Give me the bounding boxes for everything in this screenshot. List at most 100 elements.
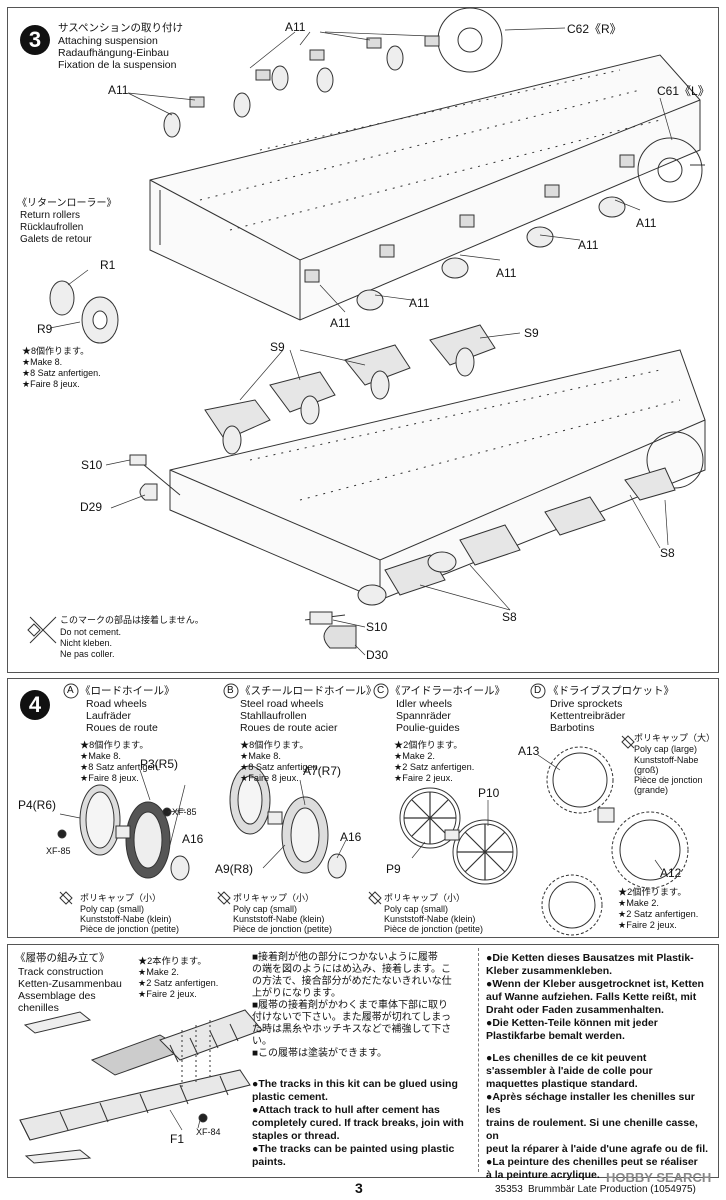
label-p3: P3(R5) <box>140 757 179 771</box>
idler-wheels-make-en: ★Make 2. <box>394 751 435 761</box>
idler-wheels-fr: Poulie-guides <box>396 722 460 734</box>
track-note-de-line: Kleber zusammenkleben. <box>486 965 613 977</box>
poly-cap-large-de2: (groß) <box>634 765 659 775</box>
label-a16-a: A16 <box>182 832 204 846</box>
label-a9: A9(R8) <box>215 862 254 876</box>
label-s8-right: S8 <box>660 546 675 560</box>
track-title-jp: 《履帯の組み立て》 <box>15 952 110 964</box>
step-3-title-de: Radaufhängung-Einbau <box>58 47 169 59</box>
label-r9: R9 <box>37 322 53 336</box>
steel-road-wheels-make-en: ★Make 8. <box>240 751 281 761</box>
road-wheels-fr: Roues de route <box>86 722 158 734</box>
track-note-en-line: staples or thread. <box>252 1130 340 1142</box>
track-note-fr-line: ●Les chenilles de ce kit peuvent <box>486 1052 647 1064</box>
step-3-number: 3 <box>20 25 50 55</box>
track-note-fr-line: à la peinture acrylique. <box>486 1169 600 1181</box>
idler-wheels-make-de: ★2 Satz anfertigen. <box>394 762 475 772</box>
label-xf85-right: XF-85 <box>172 807 197 817</box>
road-wheels-make-jp: ★8個作ります。 <box>80 740 149 750</box>
label-c61: C61《L》 <box>657 84 710 98</box>
steel-road-wheels-make-jp: ★8個作ります。 <box>240 740 309 750</box>
label-a11-left: A11 <box>108 83 129 97</box>
label-xf84: XF-84 <box>196 1127 221 1137</box>
steel-road-wheels-fr: Roues de route acier <box>240 722 338 734</box>
return-rollers-make-fr: ★Faire 8 jeux. <box>22 379 80 389</box>
track-notes-fr: ●Les chenilles de ce kit peuvent s'assem… <box>486 1052 712 1182</box>
poly-cap-small-a-fr: Pièce de jonction (petite) <box>80 924 180 934</box>
wheel-a-letter: A <box>67 685 74 696</box>
poly-cap-small-b-en: Poly cap (small) <box>233 904 298 914</box>
track-title-fr1: Assemblage des <box>18 990 96 1002</box>
poly-cap-large-de: Kunststoff-Nabe <box>634 755 699 765</box>
track-column-divider <box>478 948 479 1172</box>
track-notes-jp: ■接着剤が他の部分につかないように履帯 の端を図のようにはめ込み、接着します。こ… <box>252 952 474 1060</box>
track-note-jp-line: ■接着剤が他の部分につかないように履帯 <box>252 952 438 963</box>
label-d29: D29 <box>80 500 103 514</box>
label-xf85-left: XF-85 <box>46 846 71 856</box>
track-title-en: Track construction <box>18 966 104 978</box>
wheel-b-letter: B <box>227 685 234 696</box>
watermark: HOBBY SEARCH <box>606 1170 712 1185</box>
drive-sprockets-de: Kettentreibräder <box>550 710 626 722</box>
track-note-jp-line: ■この履帯は塗装ができます。 <box>252 1048 388 1059</box>
track-note-en-line: ●The tracks in this kit can be glued usi… <box>252 1078 458 1090</box>
poly-cap-small-c-de: Kunststoff-Nabe (klein) <box>384 914 476 924</box>
return-rollers-en: Return rollers <box>20 210 81 221</box>
label-a11-top: A11 <box>285 20 306 34</box>
drive-sprockets-en: Drive sprockets <box>550 698 623 710</box>
track-note-de-line: ●Wenn der Kleber ausgetrocknet ist, Kett… <box>486 978 704 990</box>
track-note-jp-line: 付けないで下さい。また履帯が切れてしまっ <box>252 1012 451 1023</box>
track-note-en-line: ●The tracks can be painted using plastic <box>252 1143 455 1155</box>
label-d30: D30 <box>366 648 389 662</box>
return-rollers-jp: 《リターンローラー》 <box>17 198 117 209</box>
drive-sprockets-fr: Barbotins <box>550 722 595 734</box>
track-note-jp-line: 上がりになります。 <box>252 988 341 999</box>
track-note-de-line: Draht oder Faden zusammenhalten. <box>486 1004 664 1016</box>
label-p9: P9 <box>386 862 401 876</box>
track-note-fr-line: ●Après séchage installer les chenilles s… <box>486 1091 695 1116</box>
label-c62: C62《R》 <box>567 22 622 36</box>
track-notes-en: ●The tracks in this kit can be glued usi… <box>252 1078 474 1169</box>
track-note-de-line: ●Die Ketten-Teile können mit jeder <box>486 1017 658 1029</box>
poly-cap-small-b-jp: ポリキャップ（小） <box>233 893 315 903</box>
step-3-title-jp: サスペンションの取り付け <box>58 22 184 34</box>
road-wheels-en: Road wheels <box>86 698 147 710</box>
track-note-jp-line: ■履帯の接着剤がかわくまで車体下部に取り <box>252 1000 449 1011</box>
track-note-en-line: completely cured. If track breaks, join … <box>252 1117 464 1129</box>
label-a13: A13 <box>518 744 540 758</box>
poly-cap-small-a-en: Poly cap (small) <box>80 904 145 914</box>
label-a12: A12 <box>660 866 682 880</box>
track-make-jp: ★2本作ります。 <box>138 956 207 966</box>
label-s10-bottom: S10 <box>366 620 388 634</box>
drive-sprockets-make-jp: ★2個作ります。 <box>618 887 687 897</box>
track-note-fr-line: maquettes plastique standard. <box>486 1078 638 1090</box>
drive-sprockets-jp: 《ドライブスプロケット》 <box>548 685 674 697</box>
track-notes-de: ●Die Ketten dieses Bausatzes mit Plastik… <box>486 952 712 1043</box>
poly-cap-large-fr2: (grande) <box>634 785 669 795</box>
label-a7: A7(R7) <box>303 764 342 778</box>
road-wheels-make-en: ★Make 8. <box>80 751 121 761</box>
track-note-fr-line: peut la réparer à l'aide d'une agrafe ou… <box>486 1143 709 1155</box>
track-panel <box>7 944 719 1178</box>
upper-hull-drawing <box>27 7 706 656</box>
steel-road-wheels-en: Steel road wheels <box>240 698 324 710</box>
road-wheels-jp: 《ロードホイール》 <box>80 685 175 697</box>
label-p10: P10 <box>478 786 500 800</box>
track-note-en-line: ●Attach track to hull after cement has <box>252 1104 440 1116</box>
label-f1: F1 <box>170 1132 185 1146</box>
label-a11-r2: A11 <box>578 238 599 252</box>
track-note-de-line: ●Die Ketten dieses Bausatzes mit Plastik… <box>486 952 694 964</box>
road-wheels-make-fr: ★Faire 8 jeux. <box>80 773 139 783</box>
idler-wheels-make-jp: ★2個作ります。 <box>394 740 463 750</box>
poly-cap-large-en: Poly cap (large) <box>634 744 698 754</box>
step-3-title-fr: Fixation de la suspension <box>58 59 177 71</box>
track-note-jp-line: の端を図のようにはめ込み、接着します。こ <box>252 964 451 975</box>
label-s9-left: S9 <box>270 340 285 354</box>
track-make-fr: ★Faire 2 jeux. <box>138 989 197 999</box>
no-cement-jp: このマークの部品は接着しません。 <box>60 615 204 625</box>
return-rollers-fr: Galets de retour <box>20 234 92 245</box>
drive-sprockets-make-de: ★2 Satz anfertigen. <box>618 909 699 919</box>
label-s9-right: S9 <box>524 326 539 340</box>
track-note-en-line: paints. <box>252 1156 286 1168</box>
footer-title: Brummbär Late Production (1054975) <box>528 1184 696 1195</box>
